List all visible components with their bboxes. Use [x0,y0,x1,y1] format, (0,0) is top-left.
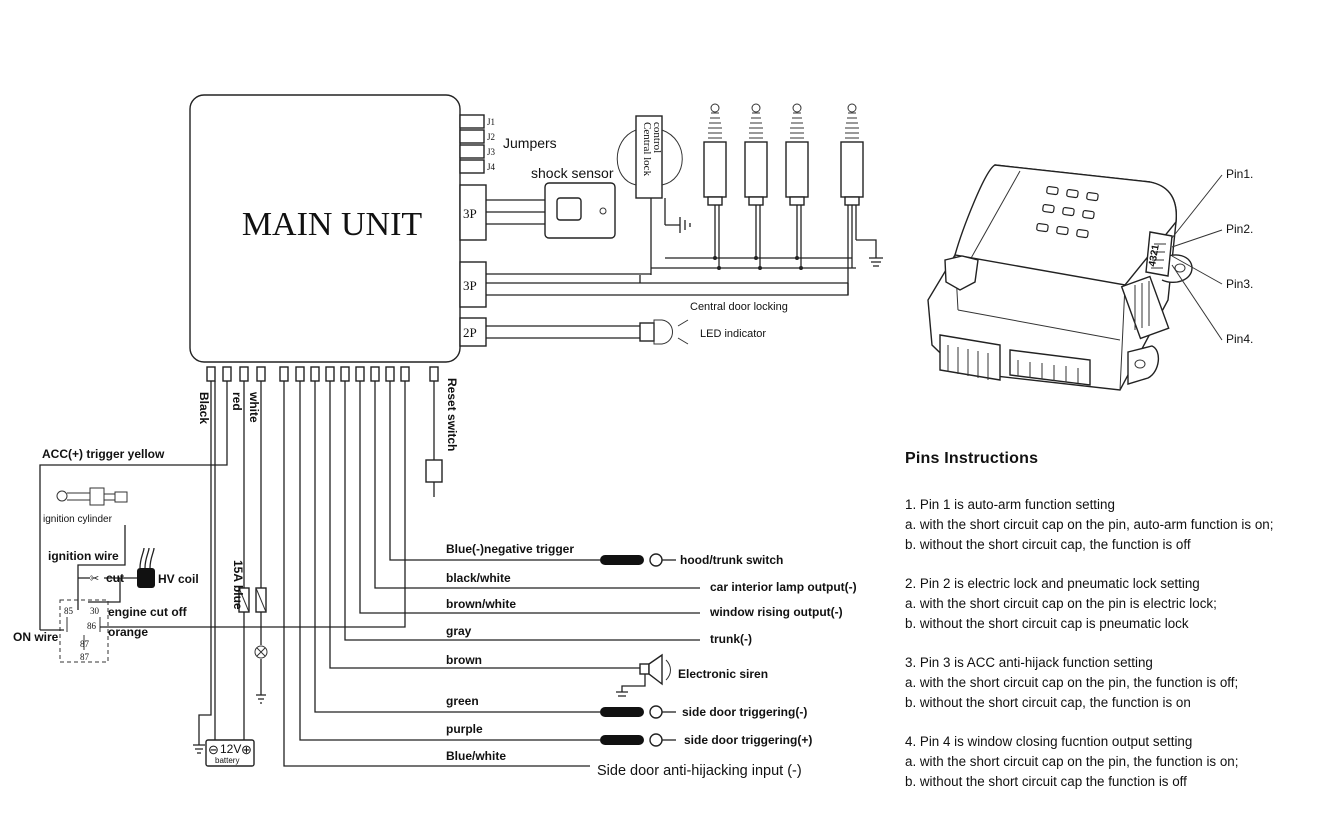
main-unit-title: MAIN UNIT [242,206,423,243]
instruction-line: a. with the short circuit cap on the pin… [905,675,1239,690]
pin-instruction-group: 1. Pin 1 is auto-arm function setting a.… [905,495,1341,555]
battery [205,739,255,767]
instruction-line: b. without the short circuit cap, the fu… [905,537,1191,552]
black-white-label: black/white [446,571,511,585]
led-indicator-label: LED indicator [700,328,766,340]
relay-30: 30 [90,606,100,616]
device-illustration [927,164,1193,391]
jumpers-label: Jumpers [503,135,557,151]
instruction-line: a. with the short circuit cap on the pin… [905,754,1239,769]
output-wires [283,381,700,767]
connector-3p-top-label: 3P [463,206,477,221]
central-lock-control [635,115,663,199]
car-interior-lamp-label: car interior lamp output(-) [710,580,857,594]
battery-plus-icon: ⊕ [241,742,252,757]
blue-negative-trigger-label: Blue(-)negative trigger [446,542,574,556]
instruction-line: a. with the short circuit cap on the pin… [905,517,1274,532]
black-wire-label: Black [197,392,211,424]
lock-actuators [703,103,864,295]
pin-instruction-group: 4. Pin 4 is window closing fucntion outp… [905,732,1341,792]
blue-white-label: Blue/white [446,749,506,763]
cut-label: cut [106,571,124,585]
battery-label: battery [215,756,239,765]
connector-3p-mid-label: 3P [463,278,477,293]
ignition-wire-label: ignition wire [48,549,119,563]
instruction-line: 1. Pin 1 is auto-arm function setting [905,497,1115,512]
red-wire-label: red [230,392,244,411]
scissors-icon: ✂ [90,573,99,585]
pin-instruction-group: 3. Pin 3 is ACC anti-hijack function set… [905,653,1341,713]
orange-label: orange [108,625,148,639]
instruction-line: 4. Pin 4 is window closing fucntion outp… [905,734,1193,749]
plug-connector [590,553,676,567]
gray-label: gray [446,624,472,638]
hv-coil-label: HV coil [158,572,199,586]
pin4-label: Pin4. [1226,332,1253,346]
central-door-locking-label: Central door locking [690,301,788,313]
on-wire-label: ON wire [13,630,59,644]
battery-minus-icon: ⊖ [208,742,219,757]
lamp-icon [254,645,268,659]
central-lock-control-label: Central lockcontrol [641,122,663,177]
engine-cut-off-label: engine cut off [108,605,188,619]
instruction-line: b. without the short circuit cap, the fu… [905,695,1191,710]
reset-switch [425,459,443,483]
relay-87: 87 [80,639,90,649]
ignition-cylinder-icon [55,487,135,515]
siren-icon [616,653,671,697]
window-rising-label: window rising output(-) [709,605,843,619]
battery-12v: 12V [220,742,241,756]
pin1-label: Pin1. [1226,167,1253,181]
trunk-label: trunk(-) [710,632,752,646]
instruction-line: a. with the short circuit cap on the pin… [905,596,1217,611]
ignition-cylinder-label: ignition cylinder [43,514,113,525]
hood-trunk-switch-label: hood/trunk switch [680,553,783,567]
green-label: green [446,694,479,708]
brown-label: brown [446,653,482,667]
pin2-label: Pin2. [1226,222,1253,236]
brown-white-label: brown/white [446,597,516,611]
plug-connector [590,705,676,719]
jumper-j2: J2 [487,132,495,142]
hv-coil-icon [137,547,155,588]
connector-2p-label: 2P [463,325,477,340]
pin-leaders [1171,174,1223,341]
jumper-tabs [459,114,485,174]
side-door-neg-label: side door triggering(-) [682,705,807,719]
side-door-pos-label: side door triggering(+) [684,733,812,747]
white-wire-label: white [247,391,261,423]
jumper-j4: J4 [487,162,496,172]
bottom-pins [206,366,439,382]
acc-trigger-label: ACC(+) trigger yellow [42,447,165,461]
instruction-line: 3. Pin 3 is ACC anti-hijack function set… [905,655,1153,670]
electronic-siren-label: Electronic siren [678,667,768,681]
led-indicator [639,322,655,342]
shock-sensor-label: shock sensor [531,165,614,181]
relay-87b: 87 [80,652,90,662]
side-door-anti-hijacking-label: Side door anti-hijacking input (-) [597,763,802,779]
purple-label: purple [446,722,483,736]
jumper-j3: J3 [487,147,496,157]
relay-86: 86 [87,621,97,631]
instruction-line: b. without the short circuit cap the fun… [905,774,1187,789]
reset-switch-label: Reset switch [445,378,459,451]
connector-3p-mid [459,261,487,308]
instruction-line: b. without the short circuit cap is pneu… [905,616,1189,631]
pin-numbers: 4321 [1147,243,1162,267]
jumper-j1: J1 [487,117,495,127]
plug-connector [590,733,676,747]
relay-85: 85 [64,606,74,616]
connector-2p [459,317,487,347]
pin-instruction-group: 2. Pin 2 is electric lock and pneumatic … [905,574,1341,634]
fuse-15a-label: 15A blue [231,560,245,610]
relay-box [59,599,109,663]
pin3-label: Pin3. [1226,277,1253,291]
instruction-line: 2. Pin 2 is electric lock and pneumatic … [905,576,1200,591]
pins-instructions: Pins Instructions 1. Pin 1 is auto-arm f… [905,450,1341,811]
pins-instructions-title: Pins Instructions [905,450,1039,467]
